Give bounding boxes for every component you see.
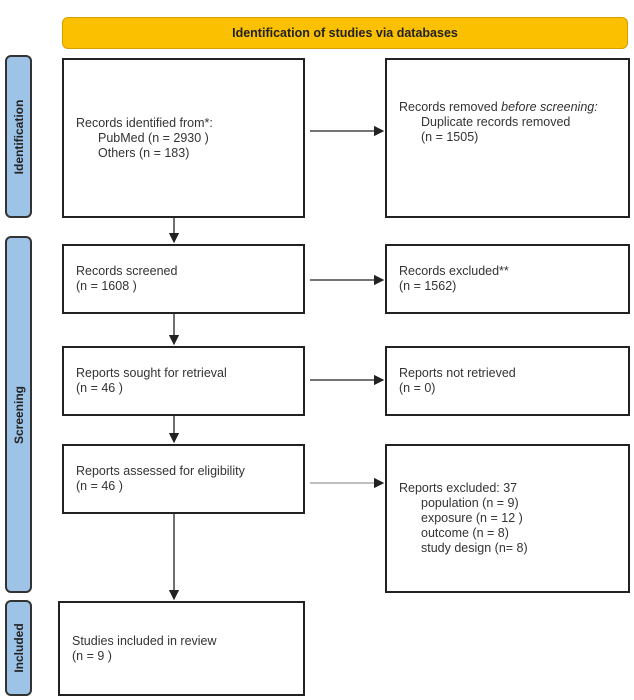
count: (n = 0) — [399, 381, 436, 395]
count: (n = 46 ) — [76, 381, 123, 395]
phase-screening: Screening — [5, 236, 32, 593]
count: (n = 1608 ) — [76, 279, 137, 293]
count: (n = 9 ) — [72, 648, 112, 663]
reports-assessed-box: Reports assessed for eligibility(n = 46 … — [62, 444, 305, 514]
records-excluded-box: Records excluded**(n = 1562) — [385, 244, 630, 314]
label: Records screened — [76, 264, 178, 278]
label: Reports assessed for eligibility — [76, 464, 245, 478]
reports-not-retrieved-box: Reports not retrieved(n = 0) — [385, 346, 630, 416]
label: Records excluded** — [399, 264, 509, 278]
duplicates-label: Duplicate records removed — [421, 115, 571, 129]
label: Studies included in review — [72, 633, 217, 648]
header-banner: Identification of studies via databases — [62, 17, 628, 49]
label: Reports excluded: 37 — [399, 481, 518, 495]
others-count: Others (n = 183) — [98, 145, 190, 160]
reason: exposure (n = 12 ) — [421, 511, 523, 525]
reports-excluded-box: Reports excluded: 37 population (n = 9) … — [385, 444, 630, 593]
records-identified-box: Records identified from*: PubMed (n = 29… — [62, 58, 305, 218]
records-removed-box: Records removed before screening: Duplic… — [385, 58, 630, 218]
count: (n = 46 ) — [76, 479, 123, 493]
label: Records identified from*: — [76, 115, 213, 130]
phase-identification: Identification — [5, 55, 32, 218]
phase-included: Included — [5, 600, 32, 696]
label: Records removed before screening: — [399, 100, 598, 114]
label: Reports sought for retrieval — [76, 366, 227, 380]
records-screened-box: Records screened(n = 1608 ) — [62, 244, 305, 314]
count: (n = 1562) — [399, 279, 457, 293]
reason: outcome (n = 8) — [421, 526, 509, 540]
reports-sought-box: Reports sought for retrieval(n = 46 ) — [62, 346, 305, 416]
duplicates-count: (n = 1505) — [421, 130, 479, 144]
pubmed-count: PubMed (n = 2930 ) — [98, 130, 209, 145]
reason: study design (n= 8) — [421, 541, 528, 555]
label: Reports not retrieved — [399, 366, 516, 380]
studies-included-box: Studies included in review(n = 9 ) — [58, 601, 305, 696]
reason: population (n = 9) — [421, 496, 519, 510]
